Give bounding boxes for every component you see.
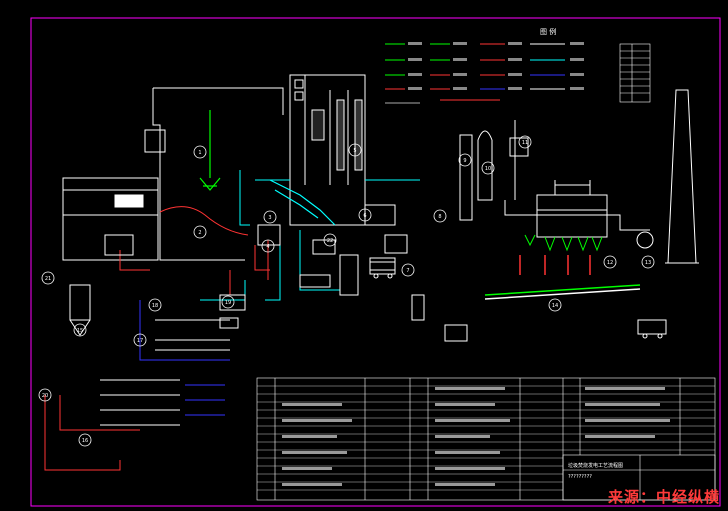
equipment-circles xyxy=(38,135,655,447)
equipment-number-label: 2 xyxy=(198,230,201,236)
equipment-number-label: 1 xyxy=(198,150,201,156)
equipment-number-label: 17 xyxy=(137,338,143,344)
equipment-number-label: 7 xyxy=(406,268,409,274)
equipment-number-label: 9 xyxy=(463,158,466,164)
equipment-number-label: 8 xyxy=(438,214,441,220)
equipment-number-label: 12 xyxy=(607,260,613,266)
title-block-title: 垃圾焚烧发电工艺流程图 xyxy=(568,462,623,469)
waste-bunker xyxy=(62,87,284,261)
grate xyxy=(269,179,336,226)
equipment-number-label: 16 xyxy=(82,438,88,444)
title-block-code: ????????? xyxy=(568,474,592,480)
equipment-number-label: 14 xyxy=(552,303,558,309)
fan-unit xyxy=(636,231,654,249)
equipment-blocks xyxy=(104,204,408,329)
equipment-number-label: 18 xyxy=(152,303,158,309)
equipment-number-label: 19 xyxy=(225,300,231,306)
equipment-number-label: 22 xyxy=(327,238,333,244)
equipment-number-label: 21 xyxy=(45,276,51,282)
equipment-table xyxy=(256,377,716,501)
crane-grab xyxy=(199,110,221,191)
equipment-number-label: 6 xyxy=(363,213,366,219)
equipment-number-label: 15 xyxy=(77,328,83,334)
bag-filter-hoppers xyxy=(524,234,603,252)
legend-block: 图 例 xyxy=(385,27,584,104)
equipment-number-label: 10 xyxy=(485,166,491,172)
title-block xyxy=(562,454,716,501)
equipment-number-label: 13 xyxy=(645,260,651,266)
legend-table xyxy=(619,43,651,103)
equipment-number-label: 20 xyxy=(42,393,48,399)
equipment-number-label: 5 xyxy=(353,148,356,154)
legend-title: 图 例 xyxy=(540,27,556,36)
equipment-number-label: 4 xyxy=(266,244,269,250)
source-watermark: 来源：中经纵横 xyxy=(607,488,720,506)
flue-gas-treatment xyxy=(459,120,650,238)
drawing-border xyxy=(30,17,721,507)
boiler xyxy=(289,74,366,226)
waste-pile-line xyxy=(159,206,249,236)
steam-piping xyxy=(119,240,270,295)
equipment-number-label: 3 xyxy=(268,215,271,221)
ash-truck-2 xyxy=(637,319,667,339)
ash-conveyor xyxy=(484,255,641,300)
ash-truck-1 xyxy=(369,261,396,279)
equipment-number-label: 11 xyxy=(522,140,528,146)
water-tank xyxy=(411,294,468,342)
chimney xyxy=(665,89,699,264)
lime-silo xyxy=(69,284,91,336)
pump-network xyxy=(44,300,230,471)
